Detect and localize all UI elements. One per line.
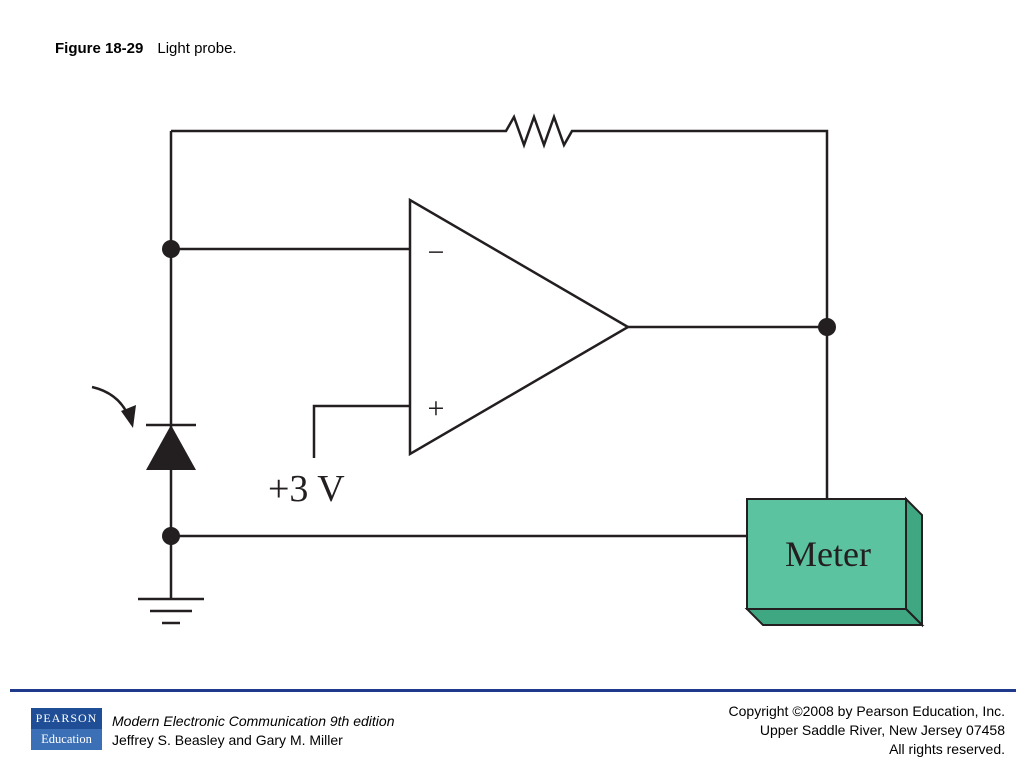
figure-caption: Figure 18-29 Light probe. xyxy=(55,40,237,57)
feedback-wire xyxy=(171,113,829,498)
ground-icon xyxy=(138,597,204,625)
book-title: Modern Electronic Communication 9th edit… xyxy=(112,713,395,729)
meter-box: Meter xyxy=(744,496,925,628)
supply-voltage-label: +3 V xyxy=(268,468,345,510)
junction-dot xyxy=(818,318,836,336)
book-info: Modern Electronic Communication 9th edit… xyxy=(112,712,394,750)
junction-dot xyxy=(162,527,180,545)
noninverting-input-wire xyxy=(312,404,410,458)
figure-number: Figure 18-29 xyxy=(55,40,144,57)
copyright-line: Copyright ©2008 by Pearson Education, In… xyxy=(728,703,1005,719)
logo-bottom-text: Education xyxy=(31,729,102,750)
light-arrow-icon xyxy=(91,385,136,428)
copyright-rights: All rights reserved. xyxy=(889,741,1005,757)
opamp-noninverting-sign: + xyxy=(428,392,445,425)
junction-dot xyxy=(162,240,180,258)
meter-label: Meter xyxy=(785,534,871,574)
copyright-notice: Copyright ©2008 by Pearson Education, In… xyxy=(729,702,1005,759)
circuit-diagram: − + +3 V Meter xyxy=(91,113,925,628)
footer-divider xyxy=(10,689,1016,692)
book-authors: Jeffrey S. Beasley and Gary M. Miller xyxy=(112,732,343,748)
opamp-inverting-sign: − xyxy=(428,236,445,269)
pearson-logo: PEARSON Education xyxy=(31,708,102,750)
meter-face xyxy=(746,498,907,610)
photodiode-symbol xyxy=(146,423,196,470)
copyright-address: Upper Saddle River, New Jersey 07458 xyxy=(759,722,1005,738)
figure-title: Light probe. xyxy=(157,40,237,57)
logo-top-text: PEARSON xyxy=(31,708,102,729)
opamp-symbol xyxy=(408,197,631,457)
